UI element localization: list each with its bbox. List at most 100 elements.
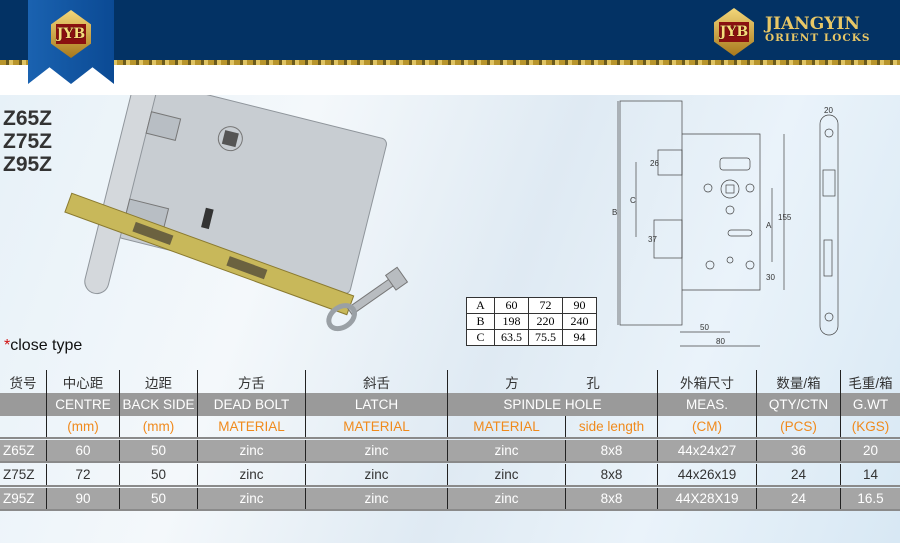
asterisk: * <box>4 337 11 354</box>
dim-label: B <box>612 208 617 217</box>
table-cell: (mm) <box>47 416 120 437</box>
table-cell: 方 孔 <box>448 370 658 393</box>
model-label: Z65Z <box>3 107 53 130</box>
table-cell: BACK SIDE <box>120 393 198 416</box>
table-cell: G.WT <box>852 397 889 412</box>
model-label: Z75Z <box>3 130 53 153</box>
table-cell: MATERIAL <box>448 416 566 437</box>
table-cell: 8x8 <box>566 464 658 485</box>
close-type-label: *close type <box>4 337 82 355</box>
table-cell: zinc <box>198 488 306 509</box>
table-cell: MATERIAL <box>198 416 306 437</box>
brand-name: JIANGYIN ORIENT LOCKS <box>765 14 871 45</box>
table-cell: (PCS) <box>757 416 841 437</box>
cell: 75.5 <box>528 329 563 346</box>
table-cell: 毛重/箱 <box>848 375 893 391</box>
table-cell: zinc <box>306 440 448 461</box>
gold-border-strip <box>0 60 900 65</box>
table-row: 货号中心距边距方舌斜舌方 孔外箱尺寸数量/箱毛重/箱 <box>0 370 900 393</box>
table-cell: 货号 <box>0 370 47 393</box>
model-list: Z65Z Z75Z Z95Z <box>3 107 52 176</box>
dim-label: 26 <box>650 159 659 168</box>
table-cell: 20 <box>862 443 879 458</box>
table-cell: 斜舌 <box>306 370 448 393</box>
table-cell: MEAS. <box>658 393 757 416</box>
table-cell: SPINDLE HOLE <box>448 393 658 416</box>
table-cell: (KGS) <box>851 419 890 434</box>
table-cell: MATERIAL <box>306 416 448 437</box>
table-cell: (mm) <box>120 416 198 437</box>
faceplate <box>84 95 160 295</box>
table-cell: 方舌 <box>198 370 306 393</box>
table-cell: 44x26x19 <box>658 464 757 485</box>
cell: 94 <box>562 329 597 346</box>
table-cell: 90 <box>47 488 120 509</box>
table-cell: 72 <box>47 464 120 485</box>
cell: C <box>466 329 495 346</box>
dim-label: 80 <box>716 337 725 346</box>
dim-label: C <box>630 196 636 205</box>
cell: 198 <box>494 313 529 330</box>
brand-line1: JIANGYIN <box>765 14 860 34</box>
table-cell: zinc <box>448 440 566 461</box>
table-cell: 14 <box>862 467 879 482</box>
strike-outline <box>819 114 839 336</box>
table-cell: zinc <box>306 488 448 509</box>
table-cell: 中心距 <box>47 370 120 393</box>
table-cell: 50 <box>120 488 198 509</box>
table-cell: 8x8 <box>566 440 658 461</box>
model-label: Z95Z <box>3 153 53 176</box>
table-cell: 数量/箱 <box>757 370 841 393</box>
table-cell: QTY/CTN <box>757 393 841 416</box>
faceplate-outline <box>619 100 683 326</box>
table-cell: 24 <box>757 464 841 485</box>
table-cell: 50 <box>120 440 198 461</box>
lock-product-photo <box>64 95 409 332</box>
lock-body-outline <box>682 133 761 291</box>
technical-drawing: B C A 155 30 50 80 20 26 37 <box>612 100 839 347</box>
table-cell <box>0 416 47 437</box>
key-icon <box>326 266 409 332</box>
table-cell: zinc <box>198 440 306 461</box>
brand-line2: ORIENT LOCKS <box>765 32 871 44</box>
close-type-text: close type <box>10 337 83 354</box>
table-cell: zinc <box>198 464 306 485</box>
table-cell: zinc <box>448 488 566 509</box>
dim-label: 20 <box>824 106 833 115</box>
table-cell: 8x8 <box>566 488 658 509</box>
table-cell: 外箱尺寸 <box>658 370 757 393</box>
cell: 240 <box>562 313 597 330</box>
cell: A <box>466 297 495 314</box>
dim-label: A <box>766 221 772 230</box>
table-cell: 边距 <box>120 370 198 393</box>
table-cell: 50 <box>120 464 198 485</box>
table-cell: LATCH <box>306 393 448 416</box>
table-cell: 36 <box>757 440 841 461</box>
table-cell: CENTRE <box>47 393 120 416</box>
table-cell: 16.5 <box>857 491 884 506</box>
table-cell: 24 <box>757 488 841 509</box>
table-cell <box>0 393 47 416</box>
cell: 60 <box>494 297 529 314</box>
table-cell: zinc <box>306 464 448 485</box>
dim-label: 50 <box>700 323 709 332</box>
table-cell: zinc <box>448 464 566 485</box>
table-cell: DEAD BOLT <box>198 393 306 416</box>
table-cell: Z95Z <box>0 488 47 509</box>
dim-label: 37 <box>648 235 657 244</box>
cell: 63.5 <box>494 329 529 346</box>
cell: 90 <box>562 297 597 314</box>
table-cell: 60 <box>47 440 120 461</box>
dim-label: 155 <box>778 213 792 222</box>
table-cell: (CM) <box>658 416 757 437</box>
cell: 220 <box>528 313 563 330</box>
table-cell: 44x24x27 <box>658 440 757 461</box>
